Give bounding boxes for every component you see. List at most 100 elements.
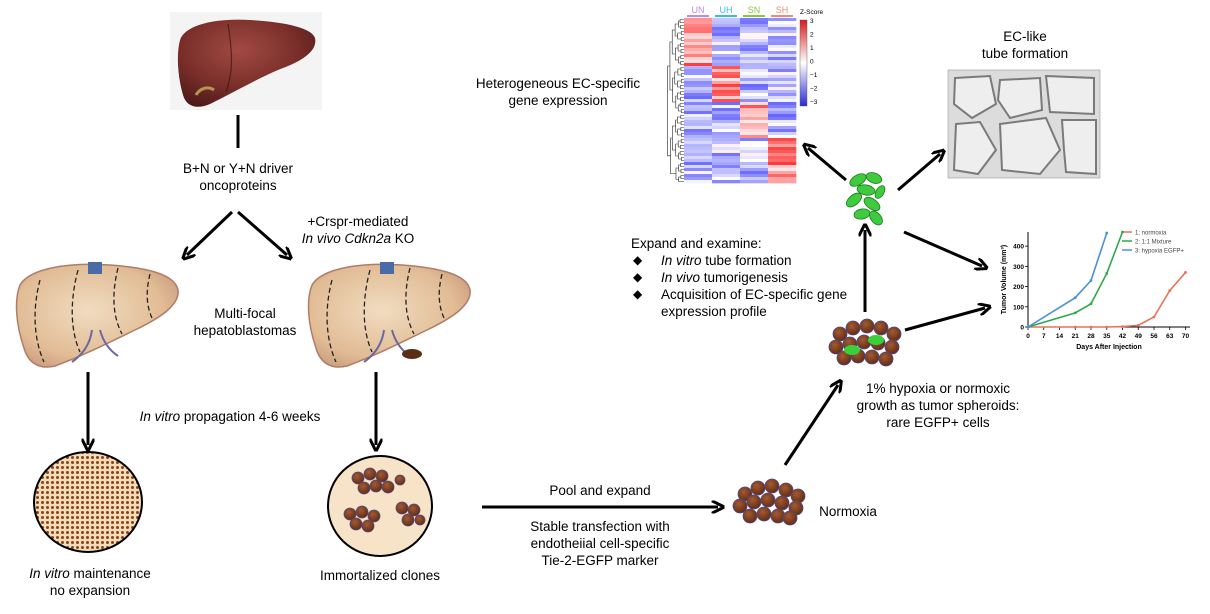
heatmap-cell [768,105,797,109]
heatmap-cell [740,135,769,139]
heatmap-cell [768,27,797,31]
label-normoxia: Normoxia [819,504,877,519]
heatmap-cell [684,174,713,178]
chart-legend-entry: 1: normoxia [1135,230,1167,236]
chart-y-tick-label: 200 [1013,284,1024,291]
heatmap-cell [740,21,769,25]
heatmap-cell [740,174,769,178]
heatmap-cell [712,132,741,136]
heatmap-cell [684,129,713,133]
heatmap-cell [712,123,741,127]
heatmap-cell [712,96,741,100]
chart-series-line [1027,232,1108,328]
heatmap-cell [712,21,741,25]
heatmap-cell [768,90,797,94]
heatmap-cell [712,36,741,40]
heatmap-cell [684,69,713,73]
label-pool-and-expand: Pool and expand [549,483,651,498]
heatmap-cell [740,138,769,142]
heatmap-cell [740,93,769,97]
heatmap-cell [684,168,713,172]
heatmap-cell [712,159,741,163]
zscore-title: Z-Score [800,9,824,16]
heatmap-cell [768,36,797,40]
arrow-to-right-liver [237,210,287,255]
heatmap-cell [768,108,797,112]
heatmap-cell [768,132,797,136]
chart-legend-entry: 3: hypoxia EGFP+ [1135,248,1184,254]
chart-x-tick-label: 7 [1042,333,1046,340]
heatmap-cell [768,66,797,70]
heatmap-cell [712,51,741,55]
tumor-liver-right [307,262,471,368]
chart-point [1121,230,1124,234]
list-item: ◆In vivo tumorigenesis [633,270,788,285]
heatmap-cell [684,36,713,40]
heatmap-cell [740,117,769,121]
zscore-tick: −3 [810,99,818,106]
chart-y-tick-label: 300 [1013,264,1024,271]
heatmap-cell [768,54,797,58]
chart-x-tick-label: 42 [1119,333,1127,340]
heatmap-cell [768,135,797,139]
label-in-vitro-propagation: In vitro propagation 4-6 weeks [139,409,321,424]
heatmap-cell [712,99,741,103]
chart-point [1089,302,1093,306]
zscore-tick: 0 [810,59,814,66]
heatmap-cell [684,30,713,34]
heatmap-cell [740,24,769,28]
heatmap-cell [768,168,797,172]
heatmap-cell [768,39,797,43]
expand-and-examine-list: Expand and examine: ◆In vitro tube forma… [631,235,847,320]
heatmap-cell [768,159,797,163]
heatmap-cell [768,87,797,91]
heatmap-cell [740,39,769,43]
heatmap-cell [684,177,713,181]
chart-point [1073,296,1077,300]
heatmap-cell [768,81,797,85]
heatmap-cell [684,18,713,22]
heatmap-cell [768,150,797,154]
heatmap-cell [740,96,769,100]
chart-point [1073,325,1077,329]
heatmap-cell [684,87,713,91]
heatmap-cell [740,123,769,127]
heatmap-cell [712,117,741,121]
chart-x-tick-label: 21 [1072,333,1080,340]
heatmap-cell [712,126,741,130]
chart-point [1073,311,1077,315]
heatmap-cell [684,27,713,31]
heatmap-cell [768,162,797,166]
heatmap-cell [768,75,797,79]
heatmap-cell [684,108,713,112]
heatmap-cell [712,162,741,166]
chart-point [1105,272,1109,275]
heatmap-cell [768,57,797,61]
zscore-colorbar [799,19,808,107]
heatmap-cell [740,102,769,106]
culture-dish-immortalized [327,455,433,557]
heatmap-cell [712,108,741,112]
heatmap-cell [684,138,713,142]
heatmap-cell [684,24,713,28]
heatmap-cell [684,45,713,49]
heatmap-cell [712,48,741,52]
heatmap-cell [768,30,797,34]
heatmap-group-label: UH [720,5,733,15]
chart-point [1089,325,1093,329]
heatmap-cell [684,81,713,85]
heatmap-cell [768,93,797,97]
heatmap-cell [740,72,769,76]
heatmap-cell [768,24,797,28]
heatmap-cell [740,108,769,112]
arrow-to-left-liver [187,210,234,255]
heatmap-cell [768,99,797,103]
arrow-egfp-to-heatmap [808,148,847,182]
heatmap-cell [768,114,797,118]
heatmap-cell [768,42,797,46]
heatmap-cell [684,63,713,67]
arrow-spheroid-to-chart [904,308,985,332]
heatmap-cell [712,147,741,151]
zscore-tick: 2 [810,32,814,39]
